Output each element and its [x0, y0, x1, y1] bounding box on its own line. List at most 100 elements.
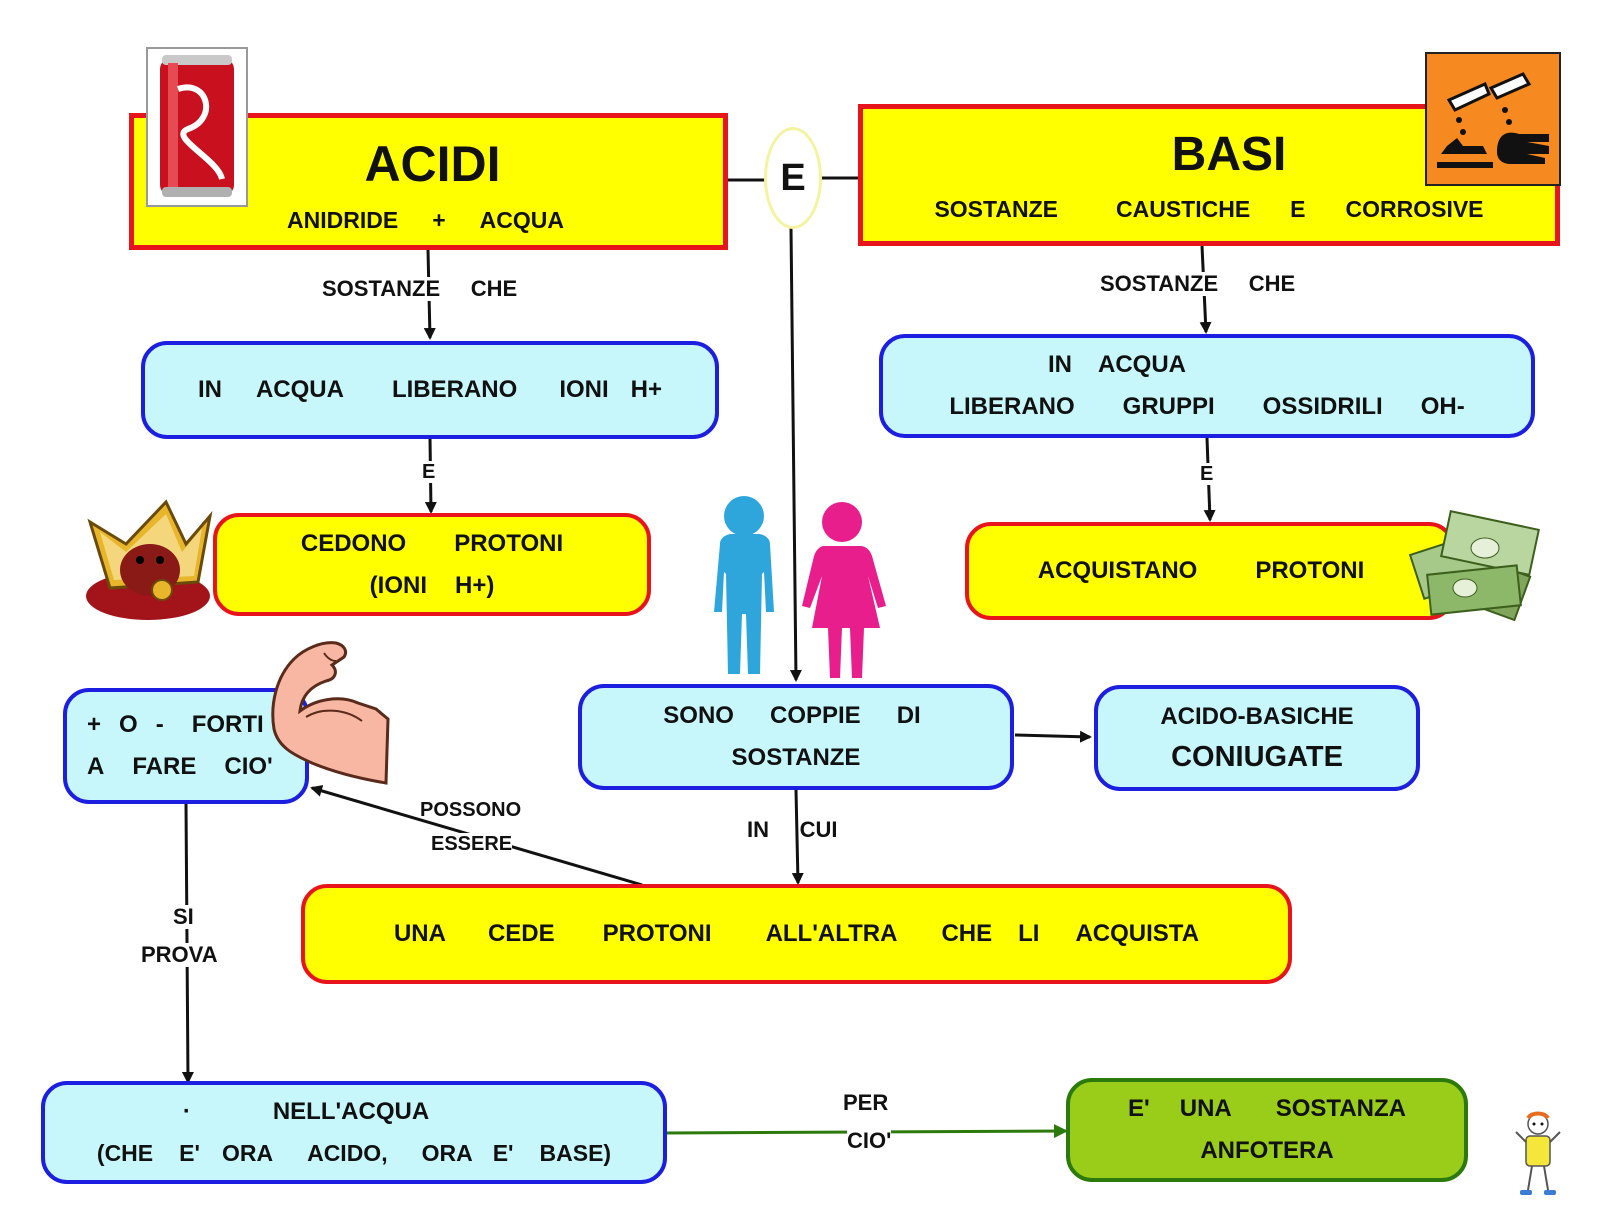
acidi-formula-anidride: ANIDRIDE: [287, 207, 399, 233]
link-acidi-che: CHE: [470, 276, 518, 301]
acidi-formula-plus: +: [432, 207, 446, 233]
link-acidi-sostanze-che: SOSTANZE CHE: [322, 276, 518, 302]
coppie-coppie: COPPIE: [769, 702, 861, 729]
acid-water-box: IN ACQUA LIBERANO IONI H+: [141, 341, 719, 439]
link-basi-sostanze-che: SOSTANZE CHE: [1100, 271, 1296, 297]
corrosive-hazard-icon: [1425, 52, 1561, 186]
coppie-di: DI: [896, 702, 921, 729]
link-basi-sostanze: SOSTANZE: [1100, 271, 1219, 296]
arrow-coppie-coniugate: [1014, 730, 1092, 743]
nellacqua-e1: E': [179, 1140, 200, 1166]
coppie-box: SONO COPPIE DI SOSTANZE: [578, 684, 1014, 790]
acidi-title: ACIDI: [364, 136, 501, 192]
link-basi-che: CHE: [1248, 271, 1296, 296]
connector-e-label: E: [780, 156, 806, 199]
nellacqua-ora2: ORA: [421, 1140, 473, 1166]
link-in: IN: [747, 817, 769, 842]
base-water-box: IN ACQUA LIBERANO GRUPPI OSSIDRILI OH-: [879, 334, 1535, 438]
base-water-liberano: LIBERANO: [949, 393, 1075, 420]
base-water-oh: OH-: [1420, 393, 1465, 420]
forti-forti: FORTI: [191, 711, 264, 738]
link-cio: CIO': [847, 1128, 892, 1154]
nellacqua-che: (CHE: [96, 1140, 154, 1166]
basi-subtitle-corrosive: CORROSIVE: [1345, 196, 1484, 222]
acid-water-in: IN: [197, 376, 222, 403]
forti-fare: FARE: [132, 753, 197, 780]
coppie-line1: SONO COPPIE DI: [663, 702, 920, 730]
basi-subtitle: SOSTANZE CAUSTICHE E CORROSIVE: [934, 196, 1483, 223]
acquistano-text: ACQUISTANO PROTONI: [1038, 557, 1364, 585]
basi-subtitle-caustiche: CAUSTICHE: [1115, 196, 1251, 222]
cedono-box: CEDONO PROTONI (IONI H+): [213, 513, 651, 616]
anfotera-line1: E' UNA SOSTANZA: [1128, 1095, 1406, 1123]
forti-line1: + O - FORTI: [87, 711, 264, 739]
link-possono: POSSONO: [420, 799, 522, 821]
nellacqua-acido: ACIDO,: [307, 1140, 388, 1166]
arrow-coppie-unacede: [791, 789, 804, 885]
basi-subtitle-sostanze: SOSTANZE: [934, 196, 1058, 222]
forti-plus: +: [87, 711, 102, 738]
coniugate-box: ACIDO-BASICHE CONIUGATE: [1094, 685, 1420, 791]
una-cede-box: UNA CEDE PROTONI ALL'ALTRA CHE LI ACQUIS…: [301, 884, 1292, 984]
coniugate-line1: ACIDO-BASICHE: [1160, 702, 1354, 730]
cedono-line2: (IONI H+): [370, 572, 495, 600]
link-basi-e: E: [1200, 463, 1214, 485]
acid-water-ioni: IONI: [559, 376, 609, 403]
coppie-sono: SONO: [663, 702, 734, 729]
anfotera-sostanza: SOSTANZA: [1275, 1095, 1406, 1122]
acquistano-acquistano: ACQUISTANO: [1037, 557, 1198, 584]
forti-box: + O - FORTI A FARE CIO': [63, 688, 309, 804]
acquistano-protoni: PROTONI: [1255, 557, 1365, 584]
base-water-line1: IN ACQUA: [1048, 351, 1186, 379]
una-cede-cede: CEDE: [487, 920, 555, 947]
basi-subtitle-e: E: [1290, 196, 1306, 222]
anfotera-line2: ANFOTERA: [1200, 1137, 1334, 1164]
cedono-ioni: (IONI: [369, 571, 427, 599]
link-acidi-e: E: [422, 461, 436, 483]
una-cede-text: UNA CEDE PROTONI ALL'ALTRA CHE LI ACQUIS…: [394, 920, 1199, 948]
link-in-cui: IN CUI: [747, 817, 838, 842]
arrow-forti-nellacqua: [181, 802, 194, 1084]
anfotera-e: E': [1128, 1095, 1150, 1122]
acidi-formula: ANIDRIDE + ACQUA: [287, 207, 564, 234]
cedono-line1: CEDONO PROTONI: [301, 530, 563, 558]
link-essere: ESSERE: [431, 833, 513, 855]
coniugate-line2: CONIUGATE: [1171, 740, 1343, 773]
base-water-line2: LIBERANO GRUPPI OSSIDRILI OH-: [949, 393, 1464, 421]
cola-can-icon-front: [146, 47, 248, 207]
forti-a: A: [87, 753, 105, 780]
connector-e-oval: E: [764, 127, 822, 229]
base-water-acqua: ACQUA: [1098, 351, 1186, 378]
una-cede-acquista: ACQUISTA: [1075, 920, 1200, 947]
nellacqua-e2: E': [492, 1140, 514, 1166]
acidi-formula-acqua: ACQUA: [479, 207, 564, 233]
nellacqua-nellacqua: NELL'ACQUA: [272, 1098, 430, 1125]
cedono-hplus: H+): [454, 571, 495, 599]
arrow-e-coppie: [789, 227, 802, 682]
una-cede-una: UNA: [393, 920, 446, 947]
nellacqua-box: · NELL'ACQUA (CHE E' ORA ACIDO, ORA E' B…: [41, 1081, 667, 1184]
man-woman-icon: [706, 494, 906, 680]
acid-water-liberano: LIBERANO: [391, 376, 518, 403]
money-icon: [1405, 500, 1545, 630]
base-water-gruppi: GRUPPI: [1122, 393, 1215, 420]
crown-icon: [70, 496, 220, 626]
link-acidi-sostanze: SOSTANZE: [322, 276, 441, 301]
acquistano-box: ACQUISTANO PROTONI: [965, 522, 1455, 620]
basi-title: BASI: [1171, 128, 1287, 181]
una-cede-allaltra: ALL'ALTRA: [765, 920, 898, 947]
forti-cio: CIO': [224, 753, 273, 780]
link-cui: CUI: [799, 817, 838, 842]
base-water-ossidrili: OSSIDRILI: [1262, 393, 1383, 420]
nellacqua-base: BASE): [539, 1140, 612, 1166]
link-per: PER: [843, 1090, 889, 1116]
mascot-icon: [1514, 1110, 1562, 1200]
anfotera-una: UNA: [1179, 1095, 1232, 1122]
anfotera-box: E' UNA SOSTANZA ANFOTERA: [1066, 1078, 1468, 1182]
acid-water-text: IN ACQUA LIBERANO IONI H+: [198, 376, 662, 404]
cedono-cedono: CEDONO: [300, 529, 407, 557]
forti-o: O: [119, 711, 138, 738]
forti-minus: -: [155, 711, 164, 738]
una-cede-li: LI: [1018, 920, 1040, 947]
nellacqua-line2: (CHE E' ORA ACIDO, ORA E' BASE): [97, 1140, 611, 1167]
